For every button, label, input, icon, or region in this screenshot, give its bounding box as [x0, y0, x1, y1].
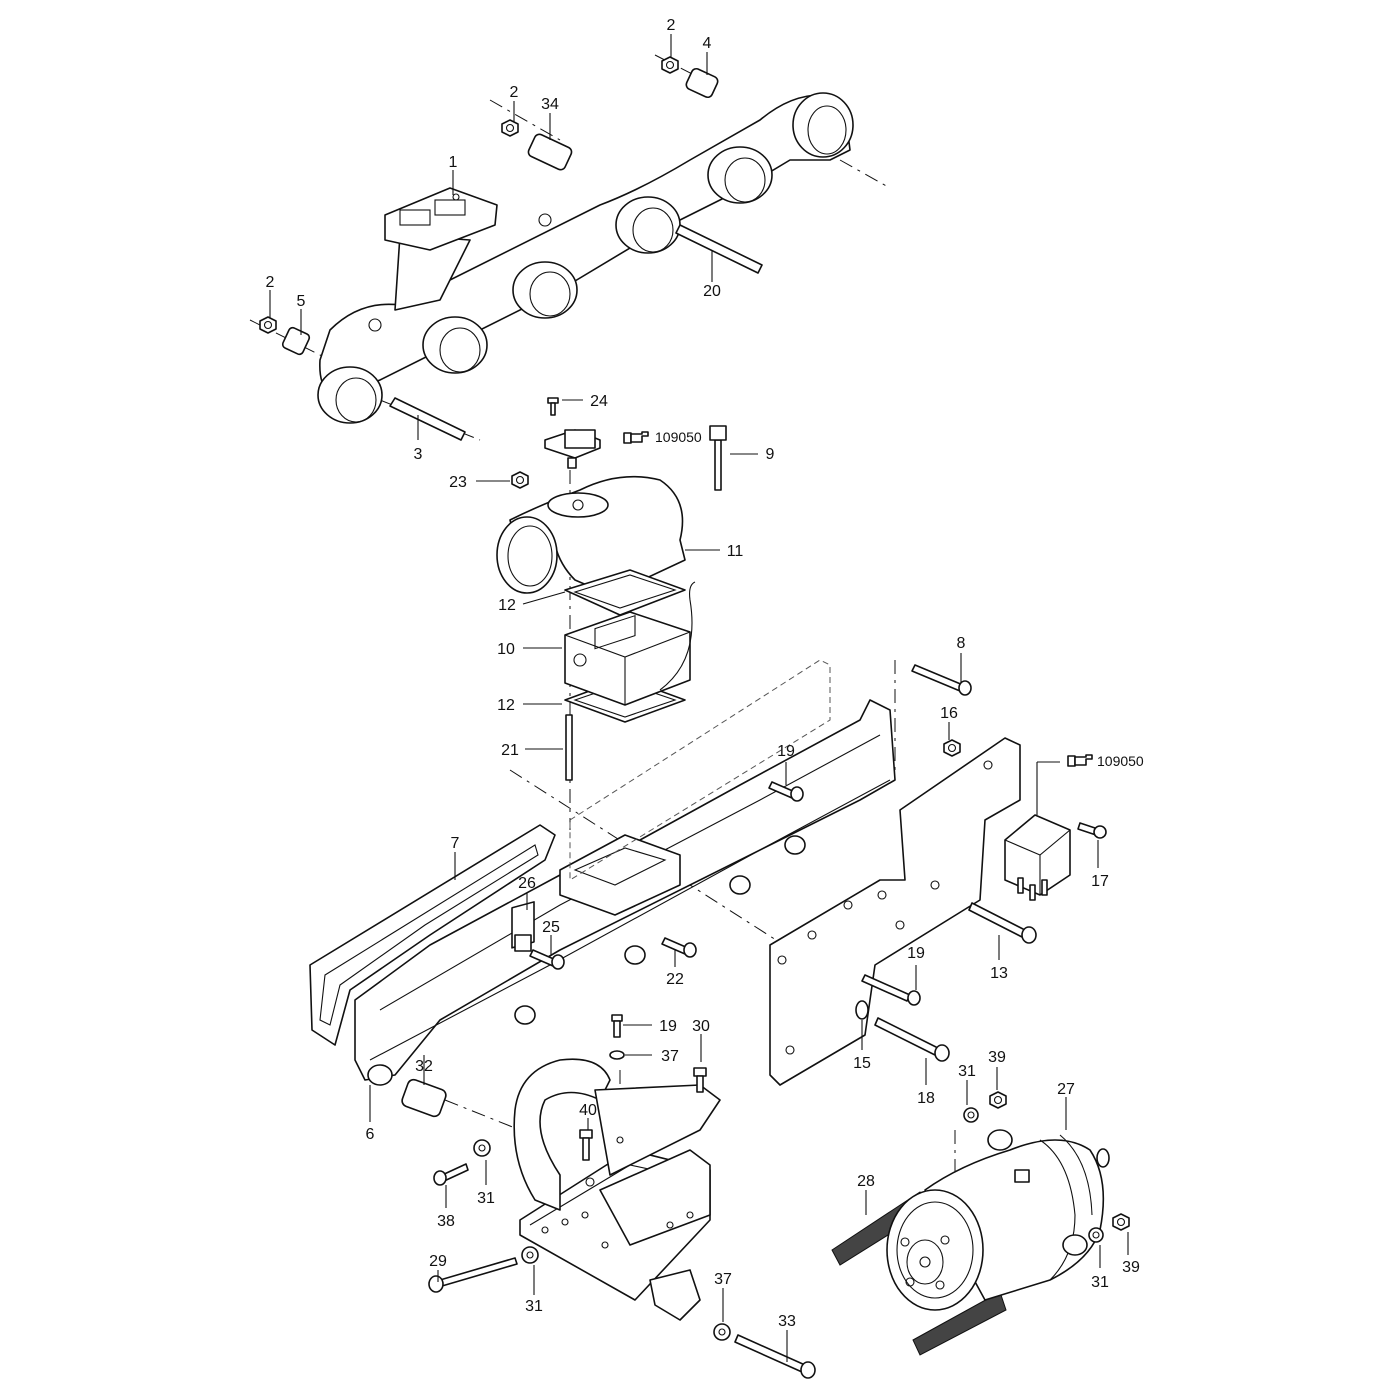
callout-19: 19	[907, 945, 925, 962]
callout-37: 37	[661, 1048, 679, 1065]
intake-heater	[564, 581, 696, 706]
callout-39: 39	[1122, 1259, 1140, 1276]
ac-compressor	[831, 1091, 1130, 1356]
relay	[1004, 814, 1107, 901]
callout-11: 11	[727, 543, 744, 560]
callout-31: 31	[958, 1063, 976, 1080]
callout-5: 5	[297, 293, 306, 310]
callout-31: 31	[477, 1190, 495, 1207]
callout-12: 12	[497, 697, 515, 714]
callout-40: 40	[579, 1102, 597, 1119]
callout-8: 8	[957, 635, 966, 652]
callout-16: 16	[940, 705, 958, 722]
callout-30: 30	[692, 1018, 710, 1035]
bolts-plate	[855, 902, 1037, 1062]
exhaust-manifold	[317, 92, 854, 424]
callout-34: 34	[541, 96, 559, 113]
callout-31: 31	[525, 1298, 543, 1315]
callout-19: 19	[777, 743, 795, 760]
callout-33: 33	[778, 1313, 796, 1330]
callout-9: 9	[766, 446, 775, 463]
pointing-hand-icon	[623, 431, 649, 444]
callout-23: 23	[449, 474, 467, 491]
callout-15: 15	[853, 1055, 871, 1072]
callout-1: 1	[449, 154, 458, 171]
intake-gasket	[309, 824, 556, 1046]
callout-10: 10	[497, 641, 515, 658]
callout-37: 37	[714, 1271, 732, 1288]
reference-code: 109050	[655, 429, 702, 445]
callout-2: 2	[510, 84, 519, 101]
reference-code: 109050	[1097, 753, 1144, 769]
callout-28: 28	[857, 1173, 875, 1190]
callout-4: 4	[703, 35, 712, 52]
callout-6: 6	[366, 1126, 375, 1143]
stud-21	[565, 714, 573, 781]
callout-24: 24	[590, 393, 608, 410]
callout-2: 2	[667, 17, 676, 34]
callout-2: 2	[266, 274, 275, 291]
nut-16	[943, 739, 961, 757]
callout-38: 38	[437, 1213, 455, 1230]
spacer-32	[401, 1078, 447, 1118]
callout-39: 39	[988, 1049, 1006, 1066]
callout-21: 21	[501, 742, 519, 759]
callout-26: 26	[518, 875, 536, 892]
intake-elbow	[496, 425, 727, 596]
pressure-sensor	[544, 397, 601, 469]
callout-7: 7	[451, 835, 460, 852]
callout-27: 27	[1057, 1081, 1075, 1098]
callout-labels: 1 2 2 2 3 4 5 6 7 8 9 10 11 12 12 13 15 …	[266, 17, 1144, 1330]
callout-31: 31	[1091, 1274, 1109, 1291]
callout-22: 22	[666, 971, 684, 988]
callout-13: 13	[990, 965, 1008, 982]
intake-manifold	[354, 699, 896, 1086]
callout-18: 18	[917, 1090, 935, 1107]
callout-12: 12	[498, 597, 516, 614]
bolts-manifold	[529, 664, 972, 970]
manifold-fasteners	[259, 56, 763, 441]
bracket-plate	[769, 737, 1021, 1086]
callout-19: 19	[659, 1018, 677, 1035]
callout-32: 32	[415, 1058, 433, 1075]
callout-3: 3	[414, 446, 423, 463]
callout-29: 29	[429, 1253, 447, 1270]
callout-17: 17	[1091, 873, 1109, 890]
pointing-hand-icon	[1067, 754, 1093, 767]
leader-lines	[269, 34, 1129, 1362]
cylinder-head-outline	[569, 659, 831, 881]
callout-25: 25	[542, 919, 560, 936]
compressor-bracket	[513, 1058, 721, 1321]
callout-20: 20	[703, 283, 721, 300]
bracket-fasteners	[428, 1014, 816, 1379]
bracket-26	[511, 901, 535, 952]
